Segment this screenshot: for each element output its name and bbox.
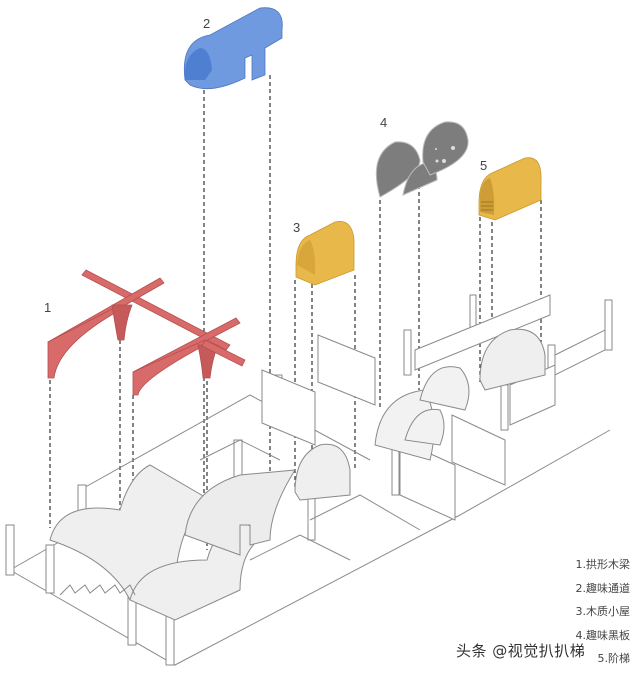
- legend-item-passage: 2.趣味通道: [575, 581, 631, 595]
- legend: 1.拱形木梁 2.趣味通道 3.木质小屋 4.趣味黑板 5.阶梯: [576, 553, 631, 671]
- blackboard-component: [375, 121, 469, 198]
- callout-3: 3: [293, 220, 301, 235]
- callout-2: 2: [203, 16, 211, 31]
- legend-item-blackboard: 4.趣味黑板: [575, 628, 631, 642]
- stairs-component: [478, 157, 542, 221]
- base-structure: [5, 294, 613, 666]
- projection-lines: [49, 75, 542, 585]
- callout-4: 4: [380, 115, 388, 130]
- callout-1: 1: [44, 300, 52, 315]
- legend-item-arch-beam: 1.拱形木梁: [575, 558, 631, 571]
- arch-beam-component: [47, 269, 246, 396]
- legend-item-cabin: 3.木质小屋: [575, 605, 631, 618]
- watermark: 头条 @视觉扒扒梯: [456, 642, 586, 660]
- callout-5: 5: [480, 158, 488, 173]
- legend-item-stairs: 5.阶梯: [597, 652, 631, 665]
- passage-component: [183, 7, 283, 90]
- cabin-component: [295, 221, 355, 286]
